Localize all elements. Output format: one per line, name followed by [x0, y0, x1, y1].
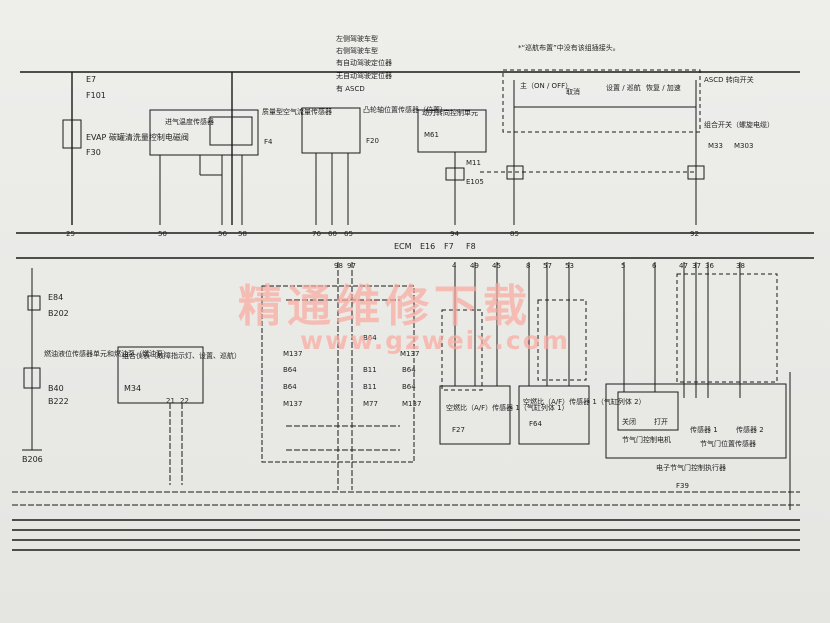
evap-label: EVAP 碳罐清洗量控制电磁阀: [86, 132, 189, 142]
grid-code-8: M77: [363, 400, 378, 408]
fuel-code-b40: B40: [48, 384, 64, 393]
grid-code-11: B64: [283, 366, 297, 374]
legend-op: 无自动驾驶定位器: [336, 71, 392, 80]
pin-36: 36: [705, 262, 714, 270]
pin-50: 50: [158, 230, 167, 238]
tps-label: 节气门位置传感器: [700, 439, 756, 448]
ps-label: 动力转向控制单元: [422, 108, 478, 117]
maf-label: 质量型空气流量传感器: [262, 107, 332, 116]
legend-r: 右侧驾驶车型: [336, 46, 378, 55]
grid-code-9: M137: [283, 400, 302, 408]
ecm-code-f8: F8: [466, 242, 476, 251]
ps-code: M61: [424, 131, 439, 139]
pin-98: 98: [334, 262, 343, 270]
grid-code-5: M137: [400, 350, 419, 358]
pin-6: 6: [652, 262, 657, 270]
sensor1-label: 传感器 1: [690, 425, 718, 434]
pin-76: 76: [312, 230, 321, 238]
pin-8: 8: [526, 262, 530, 270]
pin-53: 53: [565, 262, 574, 270]
note: *“巡航布置”中没有该组插接头。: [518, 43, 620, 52]
etc-label: 电子节气门控制执行器: [656, 463, 726, 472]
conn-m11: M11: [466, 159, 481, 167]
asc-resume: 恢复 / 加速: [646, 83, 681, 92]
iat-label: 进气温度传感器: [165, 117, 214, 126]
grid-code-6: B64: [363, 334, 377, 342]
pin-4: 4: [452, 262, 457, 270]
conn-e84: E84: [48, 293, 63, 302]
maf-code: F4: [264, 138, 273, 146]
conn-e7: E7: [86, 75, 96, 84]
grid-code-10: B11: [363, 383, 377, 391]
pin-45: 45: [492, 262, 501, 270]
grid-code-2: B64: [283, 383, 297, 391]
conn-b202: B202: [48, 309, 69, 318]
legend-pm: 有自动驾驶定位器: [336, 58, 392, 67]
asc-set: 设置 / 巡航: [606, 83, 641, 92]
etc-code: F39: [676, 482, 689, 490]
legend-as: 有 ASCD: [336, 84, 365, 93]
ecm-label: ECM: [394, 242, 412, 251]
asc-main: 主（ON / OFF）: [520, 81, 572, 90]
pin-92: 92: [690, 230, 699, 238]
meter-pin-21: 21: [166, 397, 175, 405]
grid-code-12: M137: [402, 400, 421, 408]
pin-60: 60: [328, 230, 337, 238]
cmp-code: F20: [366, 137, 379, 145]
ecm-code-e16: E16: [420, 242, 435, 251]
asc-switch: ASCD 转向开关: [704, 75, 754, 84]
fuel-code-b222: B222: [48, 397, 69, 406]
sensor2-label: 传感器 2: [736, 425, 764, 434]
pin-5: 5: [621, 262, 625, 270]
watermark-url: www.gzweix.com: [300, 326, 570, 355]
grid-code-4: B64: [402, 366, 416, 374]
pin-38: 38: [736, 262, 745, 270]
combo-code-1: M33: [708, 142, 723, 150]
af1-code: F27: [452, 426, 465, 434]
pin-94: 94: [450, 230, 459, 238]
legend-l: 左侧驾驶车型: [336, 34, 378, 43]
pin-25: 25: [66, 230, 75, 238]
grid-code-3: B11: [363, 366, 377, 374]
evap-code: F30: [86, 148, 101, 157]
etc-open: 打开: [654, 417, 668, 426]
throttle-motor: 节气门控制电机: [622, 435, 671, 444]
pin-85: 85: [510, 230, 519, 238]
pin-37: 37: [692, 262, 701, 270]
pin-56: 56: [218, 230, 227, 238]
pin-57: 57: [543, 262, 552, 270]
meter-pin-22: 22: [180, 397, 189, 405]
fuel-label: 燃油液位传感器单元和燃油泵（燃油泵）: [44, 349, 170, 358]
asc-cancel: 取消: [566, 87, 580, 96]
af2-label: 空燃比（A/F）传感器 1（气缸列体 2）: [523, 397, 646, 406]
pin-47: 47: [679, 262, 688, 270]
af2-code: F64: [529, 420, 542, 428]
conn-e105: E105: [466, 178, 484, 186]
grid-code-7: B64: [402, 383, 416, 391]
pin-97: 97: [347, 262, 356, 270]
ground-b206: B206: [22, 455, 43, 464]
meter-label: 组合仪表（故障指示灯、设置、巡航）: [122, 351, 241, 360]
etc-close: 关闭: [622, 417, 636, 426]
ecm-code-f7: F7: [444, 242, 454, 251]
af1-label: 空燃比（A/F）传感器 1（气缸列体 1）: [446, 403, 569, 412]
watermark-main: 精通维修下载: [238, 281, 532, 332]
combo-code-2: M303: [734, 142, 753, 150]
grid-code-1: M137: [283, 350, 302, 358]
cmp-label: 凸轮轴位置传感器（位置）: [363, 105, 447, 114]
combo-switch: 组合开关（螺旋电缆）: [704, 120, 774, 129]
pin-49: 49: [470, 262, 479, 270]
pin-65: 65: [344, 230, 353, 238]
pin-58: 58: [238, 230, 247, 238]
conn-f101: F101: [86, 91, 106, 100]
meter-code: M34: [124, 384, 141, 393]
